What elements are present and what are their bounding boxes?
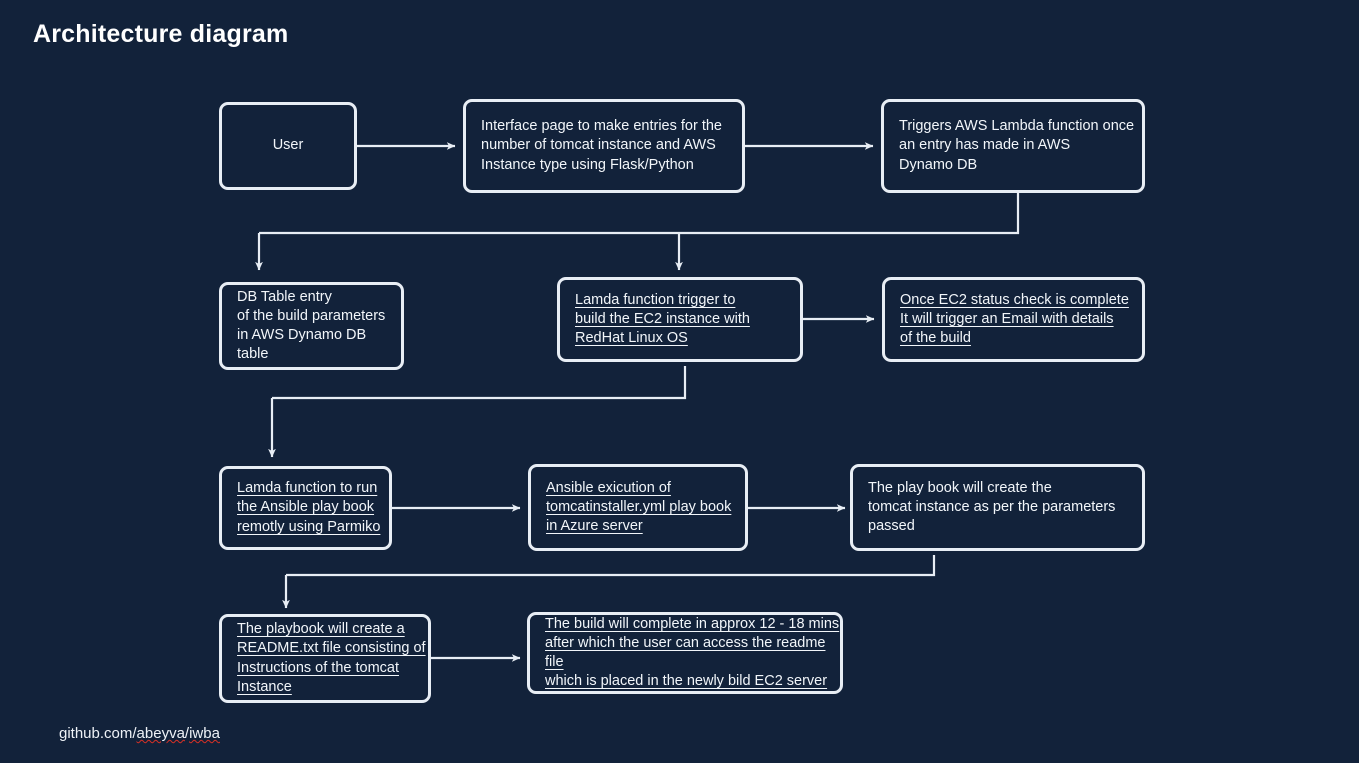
node-playbook-creates-instance-label: The play book will create the tomcat ins… xyxy=(868,479,1116,535)
node-interface-page[interactable]: Interface page to make entries for the n… xyxy=(463,99,745,193)
node-ansible-execution-label: Ansible exicution of tomcatinstaller.yml… xyxy=(546,479,732,535)
node-ec2-status-email-label: Once EC2 status check is complete It wil… xyxy=(900,291,1129,347)
footer-attribution: github.com/abeyva/iwba xyxy=(59,725,220,742)
node-playbook-readme[interactable]: The playbook will create a README.txt fi… xyxy=(219,614,431,703)
node-build-complete-label: The build will complete in approx 12 - 1… xyxy=(545,615,840,690)
node-user-label: User xyxy=(272,137,304,154)
edge-trigger-bus xyxy=(259,190,1020,235)
node-db-table-entry-label: DB Table entry of the build parameters i… xyxy=(237,288,386,363)
node-lamda-build-ec2[interactable]: Lamda function trigger to build the EC2 … xyxy=(557,277,803,362)
node-trigger-lambda[interactable]: Triggers AWS Lambda function once an ent… xyxy=(881,99,1145,193)
node-playbook-readme-label: The playbook will create a README.txt fi… xyxy=(237,621,426,695)
footer-separator: / xyxy=(184,725,190,742)
node-ansible-execution[interactable]: Ansible exicution of tomcatinstaller.yml… xyxy=(528,464,748,551)
footer-prefix: github.com/ xyxy=(59,725,137,742)
node-user[interactable]: User xyxy=(219,102,357,190)
page-title: Architecture diagram xyxy=(33,20,289,48)
node-playbook-creates-instance[interactable]: The play book will create the tomcat ins… xyxy=(850,464,1145,551)
node-lamda-run-ansible[interactable]: Lamda function to run the Ansible play b… xyxy=(219,466,392,550)
node-trigger-lambda-label: Triggers AWS Lambda function once an ent… xyxy=(899,118,1135,173)
node-interface-page-label: Interface page to make entries for the n… xyxy=(481,118,722,173)
node-db-table-entry[interactable]: DB Table entry of the build parameters i… xyxy=(219,282,404,370)
edge-playbook-bus xyxy=(286,555,936,577)
node-ec2-status-email[interactable]: Once EC2 status check is complete It wil… xyxy=(882,277,1145,362)
footer-username: abeyva xyxy=(136,725,185,742)
edge-lamdabuild-bus xyxy=(272,366,687,400)
node-lamda-run-ansible-label: Lamda function to run the Ansible play b… xyxy=(237,480,381,535)
node-build-complete[interactable]: The build will complete in approx 12 - 1… xyxy=(527,612,843,694)
footer-repo: iwba xyxy=(189,725,220,742)
node-lamda-build-ec2-label: Lamda function trigger to build the EC2 … xyxy=(575,291,750,347)
